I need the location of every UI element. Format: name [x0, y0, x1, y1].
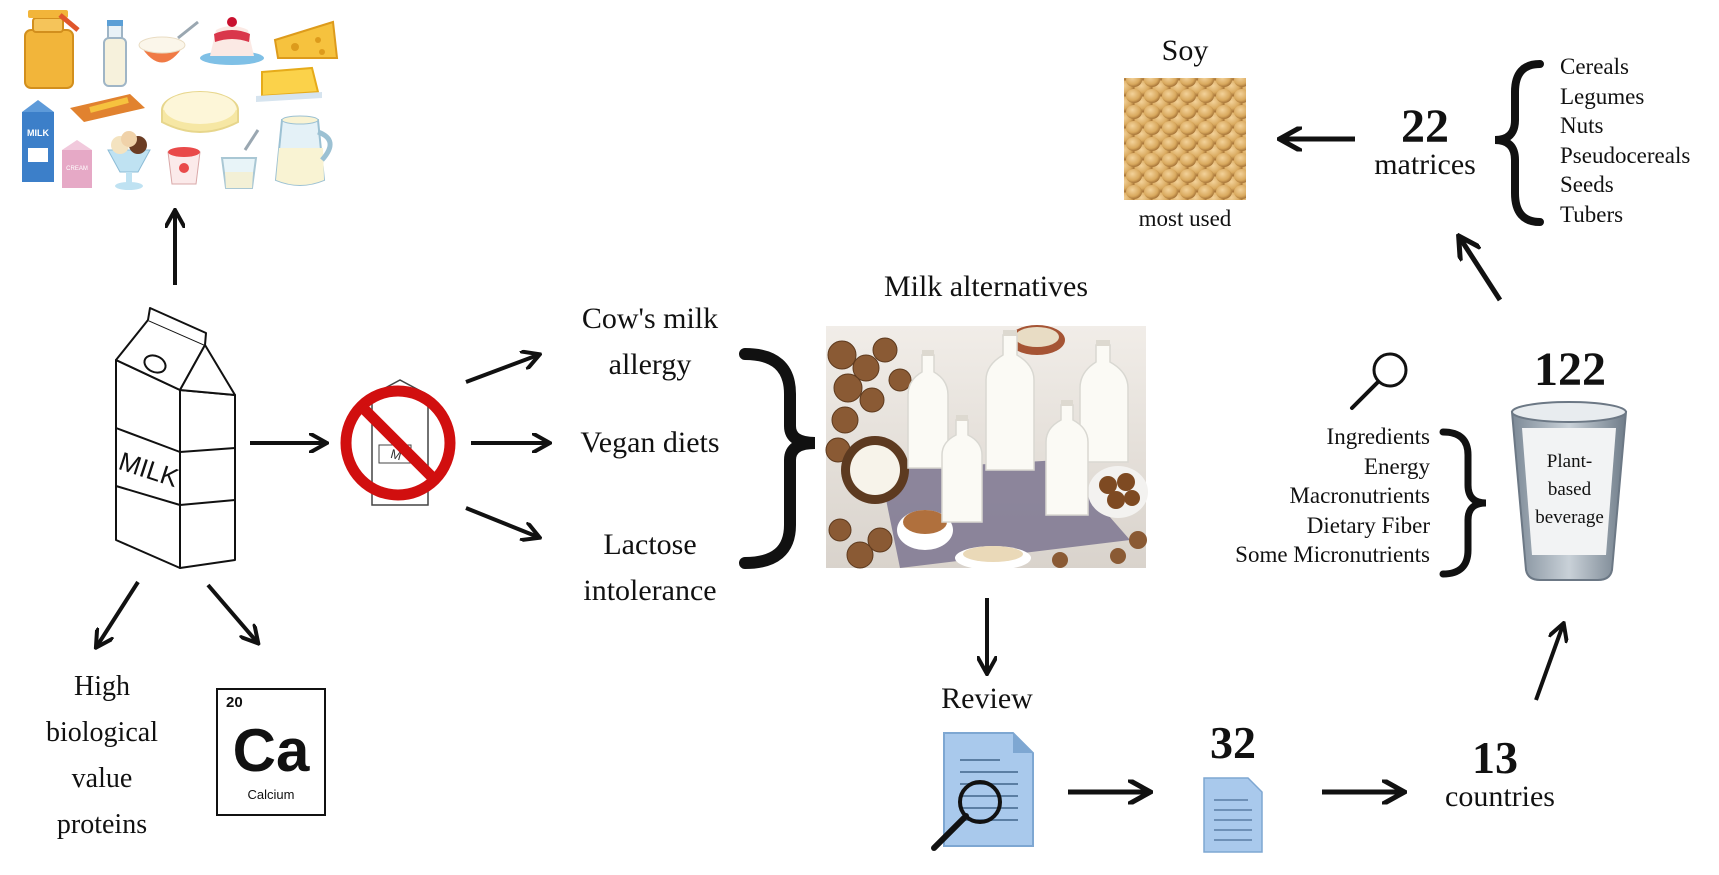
reason-lactose: Lactose intolerance — [560, 522, 740, 614]
attribute-item: Dietary Fiber — [1306, 512, 1430, 538]
high-protein-line: proteins — [56, 809, 148, 840]
yogurt-cup-icon — [167, 147, 201, 185]
matrix-item: Seeds — [1560, 172, 1614, 197]
milk-carton-icon: MILK — [115, 307, 236, 569]
cup-label: Plant- based beverage — [1522, 448, 1617, 532]
matrices-label: matrices — [1374, 148, 1476, 181]
reason-lactose-line: intolerance — [583, 574, 717, 607]
matrices-brace — [1494, 60, 1544, 226]
attribute-item: Some Micronutrients — [1235, 542, 1430, 567]
high-protein-line: biological — [46, 717, 158, 748]
milk-carton-small-icon: MILK — [22, 100, 54, 182]
calcium-name: Calcium — [247, 787, 295, 802]
milk-jug-label: MILK — [27, 128, 49, 138]
high-protein-line: High — [74, 671, 130, 702]
plant-based-beverage-cup-icon — [1510, 401, 1628, 581]
document-search-icon — [931, 732, 1034, 851]
arrow-to-lactose — [465, 506, 538, 537]
cottage-cheese-bowl-icon — [138, 20, 199, 63]
matrix-item: Tubers — [1560, 201, 1624, 227]
milk-bottle-icon — [103, 20, 127, 87]
cutting-board-icon — [70, 94, 145, 122]
soy-title: Soy — [1161, 34, 1209, 67]
reason-allergy: Cow's milk allergy — [560, 296, 740, 388]
beverage-attributes-list: Ingredients Energy Macronutrients Dietar… — [1180, 422, 1430, 570]
ice-cream-cup-icon — [107, 131, 151, 190]
calcium-atomic-number: 20 — [226, 694, 243, 711]
matrices-count: 22 — [1401, 100, 1449, 153]
arrow-to-proteins — [97, 580, 140, 646]
cheese-wedge-icon — [273, 20, 339, 59]
reason-allergy-line: allergy — [608, 348, 692, 381]
calcium-element-tile: 20 Ca Calcium — [216, 688, 326, 816]
beverages-count: 122 — [1534, 343, 1606, 396]
cheese-wheel-icon — [161, 91, 239, 133]
attribute-item: Macronutrients — [1289, 483, 1430, 508]
cream-carton-icon: CREAM — [62, 140, 92, 188]
matrices-list: Cereals Legumes Nuts Pseudocereals Seeds… — [1560, 52, 1690, 229]
butter-icon — [256, 66, 322, 102]
arrow-to-allergy — [465, 355, 538, 384]
milk-alternatives-title: Milk alternatives — [883, 270, 1089, 303]
pudding-icon — [200, 17, 264, 65]
cup-label-line: beverage — [1535, 507, 1604, 528]
milk-alternatives-photo — [825, 325, 1148, 570]
reason-vegan: Vegan diets — [580, 426, 720, 459]
magnifier-icon — [1350, 352, 1408, 410]
attribute-item: Ingredients — [1326, 424, 1430, 449]
high-protein-label: High biological value proteins — [18, 664, 186, 848]
cream-label: CREAM — [66, 166, 88, 172]
arrow-to-matrices — [1460, 238, 1503, 302]
reason-lactose-line: Lactose — [603, 528, 697, 561]
countries-label: countries — [1445, 780, 1555, 813]
review-label: Review — [941, 682, 1033, 715]
cup-label-line: based — [1547, 479, 1592, 500]
dairy-products-collage: MILK CREAM — [22, 10, 339, 190]
glass-jar-icon — [220, 129, 260, 189]
matrix-item: Pseudocereals — [1560, 142, 1691, 168]
attributes-brace — [1439, 428, 1487, 578]
attribute-item: Energy — [1363, 453, 1430, 479]
soy-beans-photo — [1124, 78, 1246, 200]
arrow-to-calcium — [206, 583, 257, 642]
matrix-item: Cereals — [1560, 54, 1629, 79]
milk-can-icon — [24, 10, 80, 89]
milk-jug-icon — [274, 115, 333, 186]
articles-count: 32 — [1210, 717, 1256, 768]
countries-count: 13 — [1472, 732, 1518, 783]
reasons-brace — [739, 348, 816, 569]
cup-label-line: Plant- — [1546, 451, 1593, 472]
matrix-item: Legumes — [1560, 83, 1645, 109]
matrix-item: Nuts — [1560, 113, 1604, 138]
soy-caption: most used — [1138, 206, 1232, 231]
no-milk-prohibition-icon: M — [340, 379, 456, 506]
article-document-icon — [1203, 777, 1263, 853]
calcium-symbol: Ca — [232, 717, 310, 784]
reason-allergy-line: Cow's milk — [581, 302, 719, 335]
arrow-to-beverages — [1534, 625, 1563, 701]
high-protein-line: value — [71, 763, 133, 794]
